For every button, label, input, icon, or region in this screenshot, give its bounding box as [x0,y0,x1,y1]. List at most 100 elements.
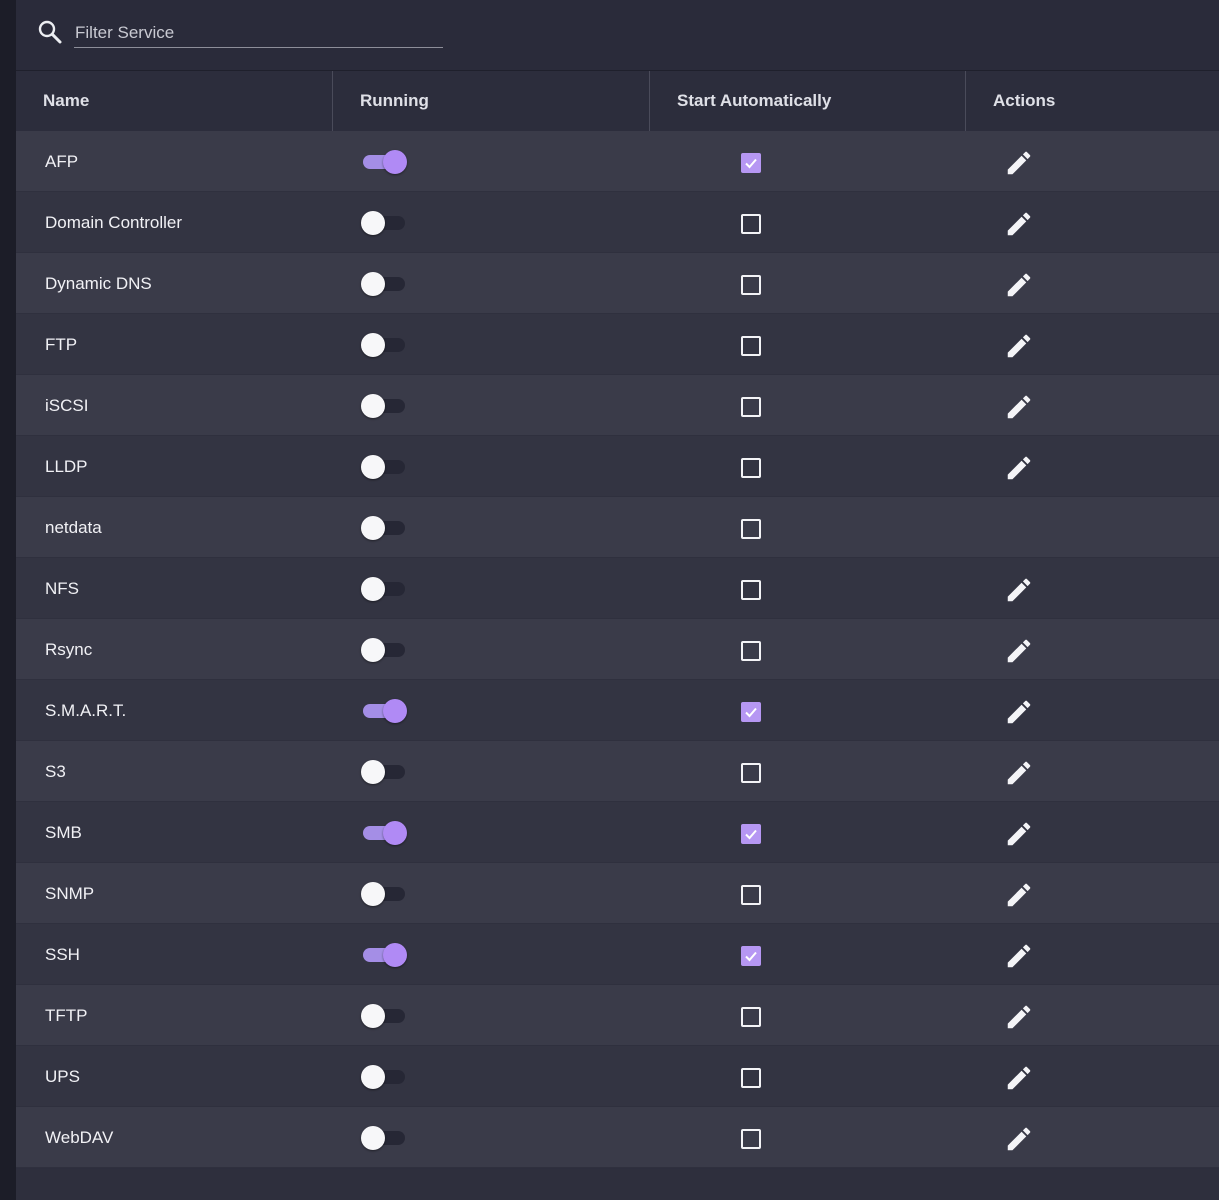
edit-button[interactable] [1003,270,1035,300]
start-automatically-checkbox[interactable] [741,702,761,722]
start-automatically-checkbox[interactable] [741,153,761,173]
start-automatically-checkbox[interactable] [741,1129,761,1149]
start-automatically-checkbox[interactable] [741,763,761,783]
service-name: FTP [45,335,78,354]
pencil-icon [1003,880,1035,910]
edit-button[interactable] [1003,819,1035,849]
column-header-name[interactable]: Name [43,91,90,110]
edit-button[interactable] [1003,697,1035,727]
service-name: AFP [45,152,79,171]
table-row: iSCSI [16,375,1219,436]
edit-button[interactable] [1003,1063,1035,1093]
running-toggle[interactable] [361,1004,407,1028]
start-automatically-checkbox[interactable] [741,519,761,539]
start-automatically-checkbox[interactable] [741,336,761,356]
table-row: NFS [16,558,1219,619]
table-row: AFP [16,131,1219,192]
running-toggle[interactable] [361,211,407,235]
table-header: Name Running Start Automatically Actions [16,71,1219,131]
start-automatically-checkbox[interactable] [741,1007,761,1027]
service-name: S3 [45,762,66,781]
start-automatically-checkbox[interactable] [741,946,761,966]
pencil-icon [1003,758,1035,788]
service-name: SMB [45,823,82,842]
table-row: Rsync [16,619,1219,680]
toggle-thumb [361,394,385,418]
pencil-icon [1003,636,1035,666]
edit-button[interactable] [1003,758,1035,788]
running-toggle[interactable] [361,577,407,601]
start-automatically-checkbox[interactable] [741,1068,761,1088]
start-automatically-checkbox[interactable] [741,397,761,417]
running-toggle[interactable] [361,821,407,845]
running-toggle[interactable] [361,455,407,479]
table-row: UPS [16,1046,1219,1107]
table-row: S3 [16,741,1219,802]
edit-button[interactable] [1003,453,1035,483]
toggle-thumb [361,638,385,662]
filter-bar [16,0,1219,71]
start-automatically-checkbox[interactable] [741,275,761,295]
edit-button[interactable] [1003,636,1035,666]
pencil-icon [1003,1002,1035,1032]
running-toggle[interactable] [361,516,407,540]
toggle-thumb [383,821,407,845]
running-toggle[interactable] [361,150,407,174]
toggle-thumb [361,577,385,601]
edit-button[interactable] [1003,148,1035,178]
pencil-icon [1003,148,1035,178]
running-toggle[interactable] [361,1065,407,1089]
running-toggle[interactable] [361,760,407,784]
start-automatically-checkbox[interactable] [741,824,761,844]
running-toggle[interactable] [361,882,407,906]
start-automatically-checkbox[interactable] [741,580,761,600]
service-name: UPS [45,1067,80,1086]
running-toggle[interactable] [361,1126,407,1150]
left-edge-strip [0,0,16,1200]
service-name: netdata [45,518,102,537]
toggle-thumb [383,150,407,174]
pencil-icon [1003,331,1035,361]
toggle-thumb [361,455,385,479]
table-row: SSH [16,924,1219,985]
column-header-actions: Actions [965,71,1219,131]
running-toggle[interactable] [361,943,407,967]
running-toggle[interactable] [361,333,407,357]
edit-button[interactable] [1003,1002,1035,1032]
service-name: S.M.A.R.T. [45,701,127,720]
edit-button[interactable] [1003,1124,1035,1154]
edit-button[interactable] [1003,392,1035,422]
edit-button[interactable] [1003,209,1035,239]
column-header-running[interactable]: Running [332,71,649,131]
toggle-thumb [361,272,385,296]
service-name: SNMP [45,884,95,903]
toggle-thumb [361,211,385,235]
column-header-start-automatically[interactable]: Start Automatically [649,71,965,131]
running-toggle[interactable] [361,272,407,296]
edit-button[interactable] [1003,880,1035,910]
toggle-thumb [361,1065,385,1089]
pencil-icon [1003,575,1035,605]
service-name: Dynamic DNS [45,274,152,293]
pencil-icon [1003,697,1035,727]
running-toggle[interactable] [361,699,407,723]
service-name: WebDAV [45,1128,114,1147]
start-automatically-checkbox[interactable] [741,458,761,478]
running-toggle[interactable] [361,638,407,662]
start-automatically-checkbox[interactable] [741,885,761,905]
start-automatically-checkbox[interactable] [741,641,761,661]
pencil-icon [1003,209,1035,239]
edit-button[interactable] [1003,575,1035,605]
services-panel: Name Running Start Automatically Actions… [16,0,1219,1200]
pencil-icon [1003,1124,1035,1154]
start-automatically-checkbox[interactable] [741,214,761,234]
pencil-icon [1003,392,1035,422]
table-row: Dynamic DNS [16,253,1219,314]
edit-button[interactable] [1003,941,1035,971]
toggle-thumb [383,943,407,967]
toggle-thumb [361,516,385,540]
filter-service-input[interactable] [74,18,443,48]
edit-button[interactable] [1003,331,1035,361]
running-toggle[interactable] [361,394,407,418]
